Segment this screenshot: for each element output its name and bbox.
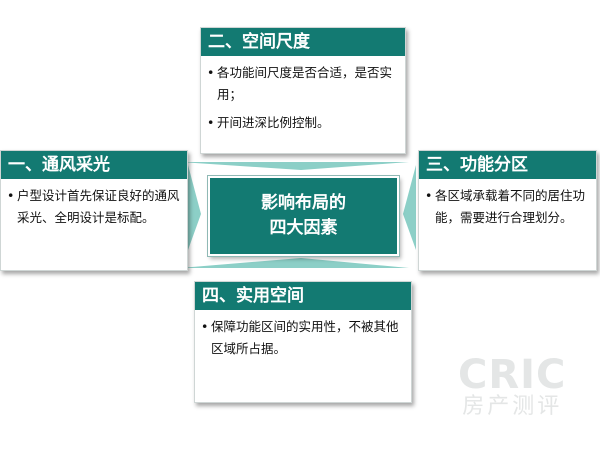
- center-title-line-1: 影响布局的: [261, 193, 346, 213]
- factor-box-functional-zoning: 三、功能分区 • 各区域承载着不同的居住功能，需要进行合理划分。: [418, 150, 597, 271]
- bullet-item: • 各功能间尺度是否合适，是否实用；: [207, 62, 399, 106]
- bullet-icon: •: [425, 188, 433, 203]
- factor-title: 三、功能分区: [419, 151, 596, 179]
- bullet-text: 各区域承载着不同的居住功能，需要进行合理划分。: [435, 188, 586, 225]
- factor-body: • 户型设计首先保证良好的通风采光、全明设计是标配。: [1, 179, 187, 241]
- bullet-text: 各功能间尺度是否合适，是否实用；: [217, 65, 393, 102]
- watermark-logo: CRIC 房产测评: [458, 355, 566, 419]
- factor-title: 四、实用空间: [195, 282, 411, 310]
- watermark-sub-text: 房产测评: [462, 394, 563, 419]
- bullet-item: • 保障功能区间的实用性，不被其他区域所占据。: [201, 316, 405, 360]
- bullet-text: 开间进深比例控制。: [217, 115, 330, 130]
- factor-title: 一、通风采光: [1, 151, 187, 179]
- factor-body: • 各功能间尺度是否合适，是否实用； • 开间进深比例控制。: [201, 56, 405, 146]
- bullet-text: 户型设计首先保证良好的通风采光、全明设计是标配。: [17, 188, 180, 225]
- arrow-left: [188, 165, 201, 250]
- bullet-icon: •: [207, 65, 215, 80]
- bullet-icon: •: [207, 115, 215, 130]
- arrow-right: [403, 165, 416, 250]
- center-title-line-2: 四大因素: [269, 218, 338, 238]
- factor-box-practical-space: 四、实用空间 • 保障功能区间的实用性，不被其他区域所占据。: [194, 281, 412, 403]
- factor-body: • 保障功能区间的实用性，不被其他区域所占据。: [195, 310, 411, 372]
- watermark-logo-text: CRIC: [458, 352, 567, 398]
- center-topic-box: 影响布局的 四大因素: [207, 175, 400, 257]
- factor-box-ventilation-lighting: 一、通风采光 • 户型设计首先保证良好的通风采光、全明设计是标配。: [0, 150, 188, 271]
- bullet-item: • 户型设计首先保证良好的通风采光、全明设计是标配。: [7, 185, 181, 229]
- arrow-up: [180, 162, 409, 170]
- bullet-icon: •: [201, 319, 209, 334]
- bullet-item: • 各区域承载着不同的居住功能，需要进行合理划分。: [425, 185, 590, 229]
- factor-body: • 各区域承载着不同的居住功能，需要进行合理划分。: [419, 179, 596, 241]
- factor-box-space-scale: 二、空间尺度 • 各功能间尺度是否合适，是否实用； • 开间进深比例控制。: [200, 27, 406, 154]
- factor-title: 二、空间尺度: [201, 28, 405, 56]
- bullet-item: • 开间进深比例控制。: [207, 112, 399, 134]
- arrow-down: [180, 258, 409, 268]
- bullet-text: 保障功能区间的实用性，不被其他区域所占据。: [211, 319, 399, 356]
- bullet-icon: •: [7, 188, 15, 203]
